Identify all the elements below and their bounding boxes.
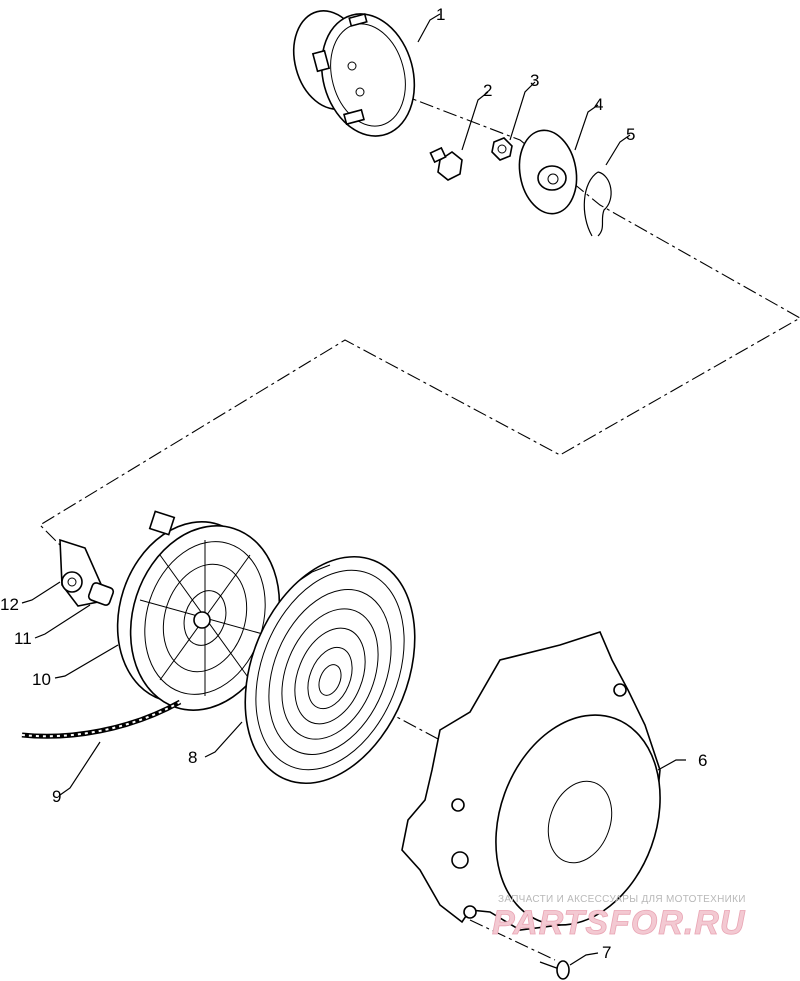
part-10-recoil-pulley (59, 510, 281, 711)
part-3-nut (491, 137, 513, 161)
part-6-starter-housing (401, 631, 661, 931)
callout-8: 8 (188, 748, 197, 767)
callout-5: 5 (626, 125, 635, 144)
callout-4: 4 (594, 95, 603, 114)
part-1-starter-cup (293, 10, 416, 137)
part-8-recoil-spring (244, 555, 416, 785)
watermark: ЗАПЧАСТИ И АКСЕССУАРЫ ДЛЯ МОТОТЕХНИКИ PA… (492, 894, 746, 942)
callout-7: 7 (602, 943, 611, 962)
watermark-caption: ЗАПЧАСТИ И АКСЕССУАРЫ ДЛЯ МОТОТЕХНИКИ (498, 894, 746, 905)
callout-11: 11 (14, 629, 32, 648)
callout-9: 9 (52, 787, 61, 806)
part-5-spring-clip (583, 171, 612, 237)
part-9-starter-rope (21, 699, 182, 739)
leader-lines (21, 13, 686, 966)
callout-1: 1 (436, 5, 445, 24)
callout-10: 10 (32, 670, 51, 689)
watermark-brand-logo: PARTSFOR.RU (492, 904, 746, 942)
part-7-screw (539, 960, 570, 980)
callout-2: 2 (483, 81, 492, 100)
part-12-washer (61, 571, 83, 593)
part-2-bolt (429, 146, 463, 181)
part-4-ratchet-plate (518, 129, 578, 215)
callout-6: 6 (698, 751, 707, 770)
callout-3: 3 (530, 71, 539, 90)
callout-12: 12 (0, 595, 19, 614)
callout-labels: 1 2 3 4 5 6 7 8 9 10 11 12 (0, 5, 707, 962)
part-11-pawl (87, 582, 115, 606)
